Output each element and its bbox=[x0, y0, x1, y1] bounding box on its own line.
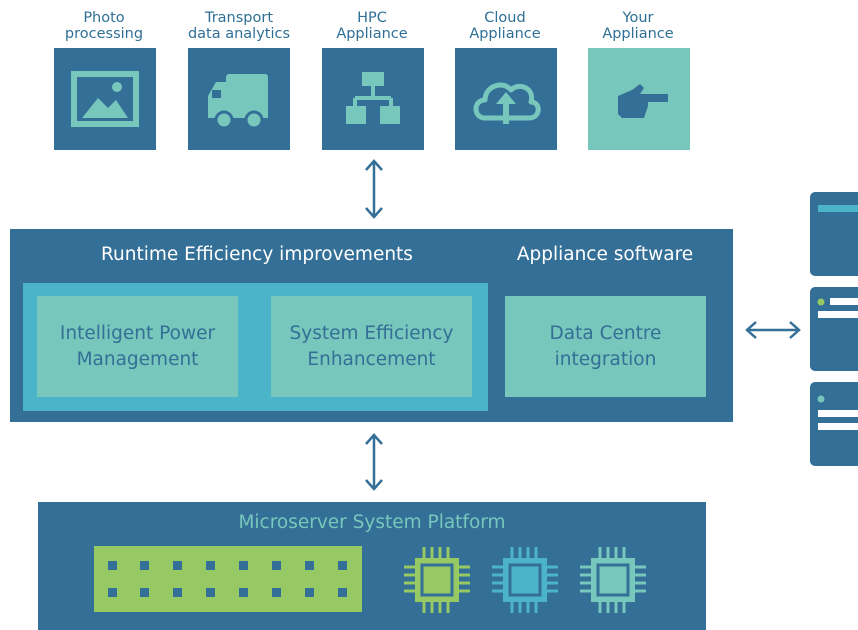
cloud-upload-icon bbox=[473, 82, 541, 124]
appliance-transport bbox=[188, 48, 290, 150]
horizontal-double-arrow-icon bbox=[745, 321, 801, 339]
data-centre-integration-box: Data Centre integration bbox=[505, 296, 706, 397]
appliance-hpc bbox=[322, 48, 424, 150]
runtime-efficiency-title: Runtime Efficiency improvements bbox=[101, 244, 413, 265]
cpu-chip-cyan-icon bbox=[492, 547, 558, 613]
cpu-chip-teal-icon bbox=[580, 547, 646, 613]
cpu-chip-green-icon bbox=[404, 547, 470, 613]
appliance-label-your: Your Appliance bbox=[602, 10, 674, 42]
image-icon bbox=[71, 71, 139, 127]
microserver-platform-title: Microserver System Platform bbox=[238, 512, 506, 533]
appliance-label-transport: Transport data analytics bbox=[187, 10, 291, 42]
pointing-hand-icon bbox=[618, 84, 668, 118]
server-rack-icon bbox=[810, 192, 858, 466]
network-hierarchy-icon bbox=[346, 72, 400, 124]
memory-module-icon bbox=[94, 546, 362, 612]
double-arrow-lower-icon bbox=[365, 433, 383, 491]
appliance-label-photo: Photo processing bbox=[64, 10, 144, 42]
system-efficiency-enhancement-box: System Efficiency Enhancement bbox=[271, 296, 472, 397]
double-arrow-icon bbox=[365, 159, 383, 219]
appliance-software-title: Appliance software bbox=[516, 244, 694, 265]
appliance-your bbox=[588, 48, 690, 150]
appliance-label-hpc: HPC Appliance bbox=[336, 10, 408, 42]
appliance-label-cloud: Cloud Appliance bbox=[469, 10, 541, 42]
truck-icon bbox=[208, 74, 268, 130]
appliance-cloud bbox=[455, 48, 557, 150]
appliance-photo-processing bbox=[54, 48, 156, 150]
intelligent-power-management-box: Intelligent Power Management bbox=[37, 296, 238, 397]
